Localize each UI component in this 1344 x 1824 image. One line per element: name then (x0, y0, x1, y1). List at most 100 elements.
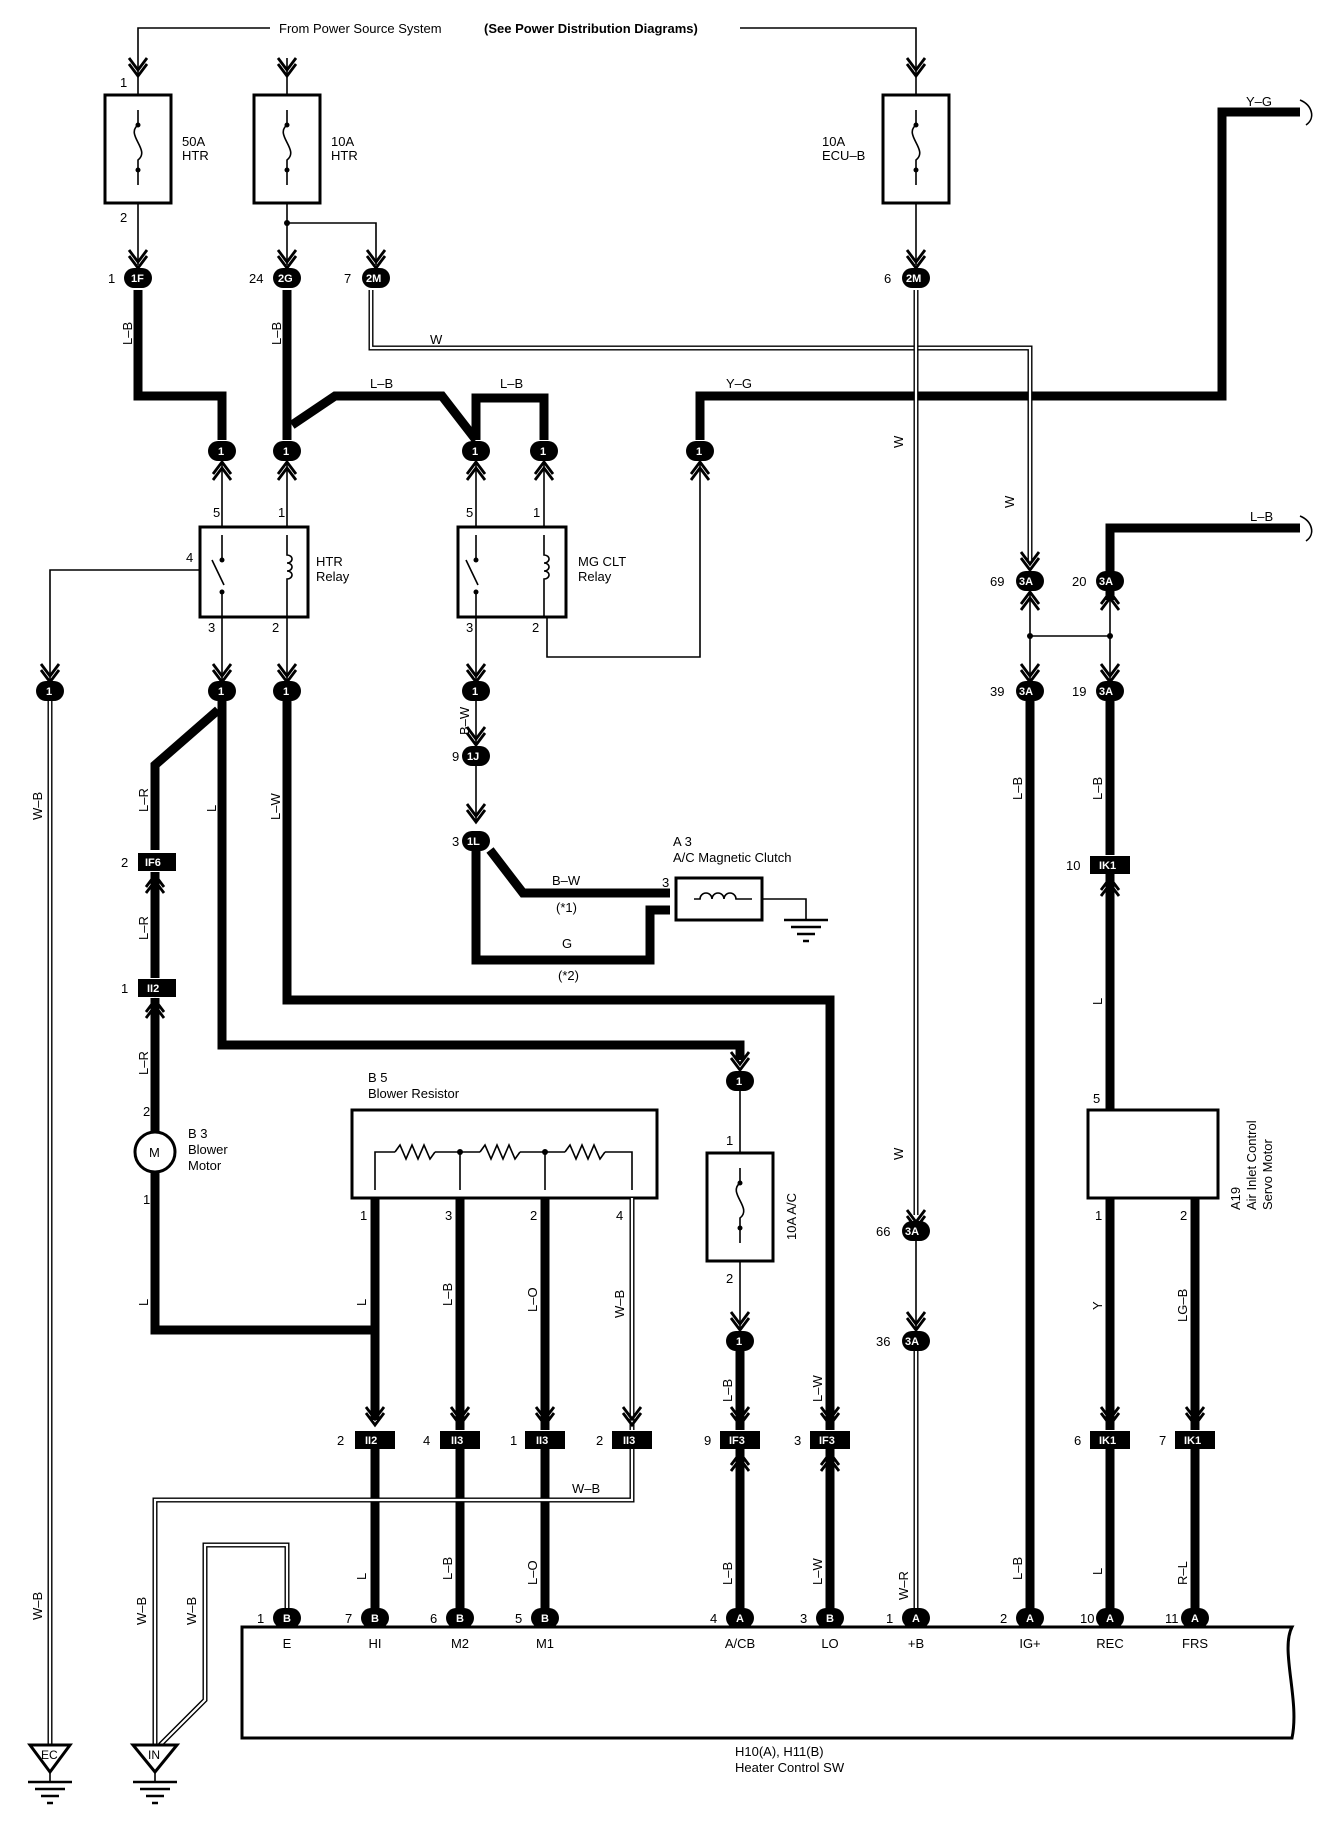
svg-text:5: 5 (1093, 1091, 1100, 1106)
svg-text:3: 3 (445, 1208, 452, 1223)
svg-text:G: G (562, 936, 572, 951)
svg-text:3A: 3A (1099, 576, 1113, 588)
svg-text:E: E (283, 1636, 292, 1651)
svg-text:L–B: L–B (440, 1283, 455, 1306)
svg-text:II3: II3 (451, 1435, 463, 1447)
fuse-pin: 1 (120, 75, 127, 90)
svg-text:L–B: L–B (370, 376, 393, 391)
connector-1F: 1F 1 (108, 268, 152, 288)
blower-resistor: B 5 Blower Resistor 1 3 2 4 (350, 1070, 659, 1223)
svg-text:1: 1 (736, 1336, 742, 1348)
svg-text:1: 1 (257, 1611, 264, 1626)
svg-text:IN: IN (148, 1748, 160, 1762)
relay-bottom-connectors: 1 1 1 1 (36, 617, 490, 701)
svg-text:Servo Motor: Servo Motor (1260, 1139, 1275, 1210)
svg-text:1F: 1F (131, 273, 144, 285)
clutch-wiring: 1J 9 1L 3 B–W B–W (*1) G (*2) 3 A 3 A/C … (452, 701, 830, 983)
left-wiring: W–B W–B L–R L–R L–R L L–W L (30, 701, 835, 1745)
svg-text:2: 2 (530, 1208, 537, 1223)
svg-text:L–B: L–B (1010, 777, 1025, 800)
svg-text:2: 2 (532, 620, 539, 635)
svg-text:7: 7 (344, 271, 351, 286)
ground-EC: EC (26, 1743, 74, 1805)
fuse-50a-htr: 1 2 50A HTR (103, 56, 209, 225)
svg-text:L–B: L–B (1010, 1557, 1025, 1580)
svg-text:1: 1 (283, 686, 289, 698)
svg-text:L–B: L–B (720, 1379, 735, 1402)
svg-text:66: 66 (876, 1224, 890, 1239)
svg-text:IF3: IF3 (819, 1435, 835, 1447)
svg-text:10: 10 (1066, 858, 1080, 873)
svg-text:6: 6 (1074, 1433, 1081, 1448)
svg-text:II2: II2 (147, 983, 159, 995)
svg-text:6: 6 (430, 1611, 437, 1626)
svg-text:2: 2 (337, 1433, 344, 1448)
svg-text:1L: 1L (467, 836, 480, 848)
svg-text:10A A/C: 10A A/C (784, 1193, 799, 1240)
svg-text:1: 1 (360, 1208, 367, 1223)
svg-text:2: 2 (596, 1433, 603, 1448)
svg-text:L: L (136, 1299, 151, 1306)
svg-text:2M: 2M (366, 273, 381, 285)
wire-labels-upper: L–B L–B L–B L–B Y–G Y–G W W W W (120, 94, 1272, 1160)
svg-text:IK1: IK1 (1184, 1435, 1201, 1447)
svg-text:2: 2 (143, 1104, 150, 1119)
heater-control-switch: H10(A), H11(B) Heater Control SW (240, 1625, 1296, 1775)
switch-terminals: B1EB7HIB6M2B5M1A4A/CBB3LOA1+BA2IG+A10REC… (257, 1608, 1209, 1651)
svg-text:L–B: L–B (269, 322, 284, 345)
fuse-rating: 50A (182, 134, 205, 149)
svg-text:HI: HI (369, 1636, 382, 1651)
svg-text:7: 7 (345, 1611, 352, 1626)
switch-terminal: A1+B (886, 1608, 930, 1651)
svg-text:L–R: L–R (136, 1051, 151, 1075)
svg-text:2: 2 (121, 855, 128, 870)
connector-2M-6: 2M 6 (884, 268, 930, 288)
connector-IF6: IF6 2 (121, 853, 176, 871)
svg-text:4: 4 (186, 550, 193, 565)
svg-text:W: W (891, 435, 906, 448)
svg-text:A 3: A 3 (673, 834, 692, 849)
svg-text:LG–B: LG–B (1175, 1289, 1190, 1322)
svg-text:B: B (283, 1613, 291, 1625)
svg-text:2M: 2M (906, 273, 921, 285)
resistor-wiring: L L–B L–O W–B (354, 1198, 643, 1430)
svg-text:2G: 2G (278, 273, 293, 285)
svg-text:A/C Magnetic Clutch: A/C Magnetic Clutch (673, 850, 792, 865)
svg-text:II3: II3 (536, 1435, 548, 1447)
svg-text:1: 1 (283, 446, 289, 458)
svg-text:3: 3 (452, 834, 459, 849)
svg-text:2: 2 (1000, 1611, 1007, 1626)
svg-text:1: 1 (696, 446, 702, 458)
svg-text:1: 1 (540, 446, 546, 458)
svg-text:L–R: L–R (136, 916, 151, 940)
lower-connectors: II2 2 II3 4 II3 1 II3 2 IF3 9 IF3 3 IK1 … (337, 1431, 1215, 1449)
fuse-rating: 10A (331, 134, 354, 149)
svg-text:L–B: L–B (440, 1557, 455, 1580)
svg-text:69: 69 (990, 574, 1004, 589)
svg-text:5: 5 (515, 1611, 522, 1626)
svg-text:2: 2 (1180, 1208, 1187, 1223)
svg-text:B: B (541, 1613, 549, 1625)
blower-motor: M 2 1 B 3 Blower Motor (133, 1100, 228, 1207)
svg-text:W: W (891, 1147, 906, 1160)
svg-text:B 3: B 3 (188, 1126, 208, 1141)
fuse-pin: 2 (120, 210, 127, 225)
svg-text:L–W: L–W (810, 1558, 825, 1585)
svg-text:1: 1 (121, 981, 128, 996)
fuse-10a-htr: 10A HTR (252, 56, 358, 205)
svg-text:4: 4 (616, 1208, 623, 1223)
svg-text:4: 4 (710, 1611, 717, 1626)
svg-text:IF3: IF3 (729, 1435, 745, 1447)
svg-text:1: 1 (886, 1611, 893, 1626)
svg-text:4: 4 (423, 1433, 430, 1448)
svg-text:9: 9 (704, 1433, 711, 1448)
svg-text:L: L (354, 1573, 369, 1580)
svg-text:19: 19 (1072, 684, 1086, 699)
svg-text:A: A (1026, 1613, 1034, 1625)
